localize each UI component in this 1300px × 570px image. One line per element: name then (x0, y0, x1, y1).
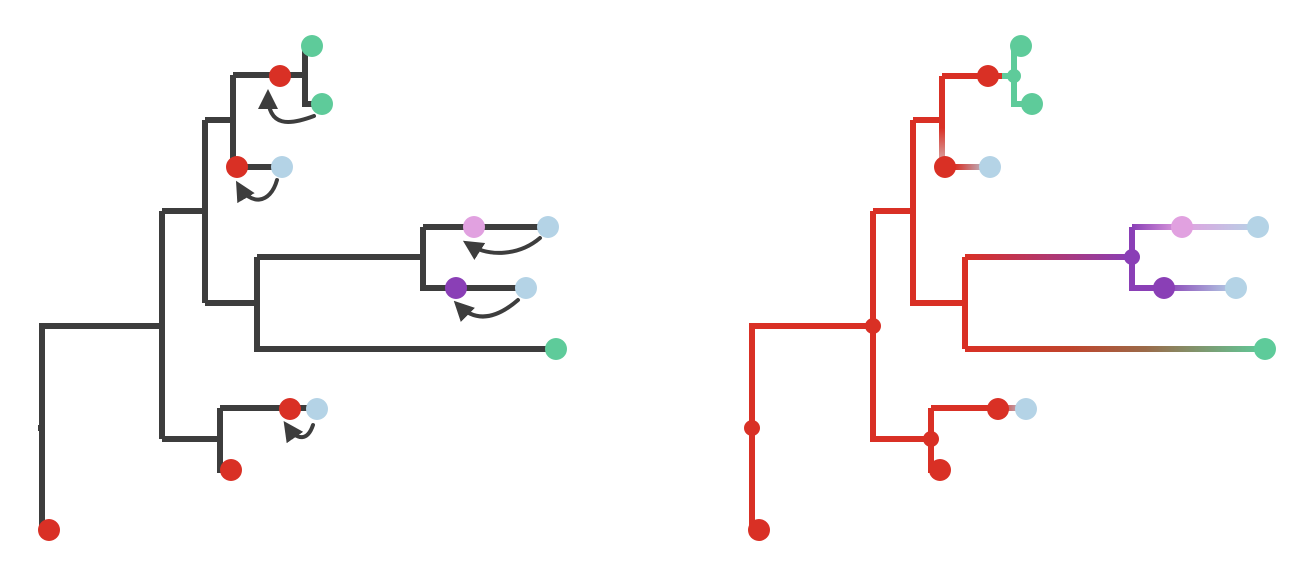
node-green (301, 35, 323, 57)
right-tree (744, 35, 1276, 541)
right-tree-internal-nodes (744, 69, 1140, 447)
node-red (987, 398, 1009, 420)
migration-arrow (258, 89, 316, 124)
node-green (545, 338, 567, 360)
node-green (311, 93, 333, 115)
right-tree-nodes (748, 35, 1276, 541)
node-purple (1153, 277, 1175, 299)
branch (749, 323, 873, 530)
branch (39, 323, 162, 530)
branch (420, 227, 526, 291)
migration-arrow (235, 178, 279, 204)
node-green (1010, 35, 1032, 57)
node-light-blue (1247, 216, 1269, 238)
node-red (220, 459, 242, 481)
node-green (1021, 93, 1043, 115)
node-light-blue (515, 277, 537, 299)
left-tree-nodes (38, 35, 567, 541)
internal-node-red (744, 420, 760, 436)
internal-node-red (923, 431, 939, 447)
node-red (748, 519, 770, 541)
node-light-blue (1015, 398, 1037, 420)
left-tree (38, 35, 567, 541)
node-light-blue (306, 398, 328, 420)
internal-node-red (865, 318, 881, 334)
internal-node-purple (1124, 249, 1140, 265)
migration-arrow (453, 298, 520, 322)
node-pink (463, 216, 485, 238)
node-pink (1171, 216, 1193, 238)
node-red (38, 519, 60, 541)
node-light-blue (271, 156, 293, 178)
left-tree-arrows (235, 89, 542, 444)
node-red (977, 65, 999, 87)
node-light-blue (979, 156, 1001, 178)
node-light-blue (1225, 277, 1247, 299)
branch (870, 211, 931, 442)
branch (254, 257, 556, 352)
node-light-blue (537, 216, 559, 238)
node-red (929, 459, 951, 481)
node-purple (445, 277, 467, 299)
node-red (279, 398, 301, 420)
node-red (934, 156, 956, 178)
branch (910, 120, 965, 306)
node-green (1254, 338, 1276, 360)
migration-arrow (462, 236, 542, 260)
internal-node-green (1007, 69, 1021, 83)
branch (230, 75, 238, 170)
node-red (226, 156, 248, 178)
right-tree-branches (749, 43, 1265, 530)
node-red (269, 65, 291, 87)
left-tree-branches (38, 43, 556, 530)
migration-arrow (283, 421, 315, 444)
